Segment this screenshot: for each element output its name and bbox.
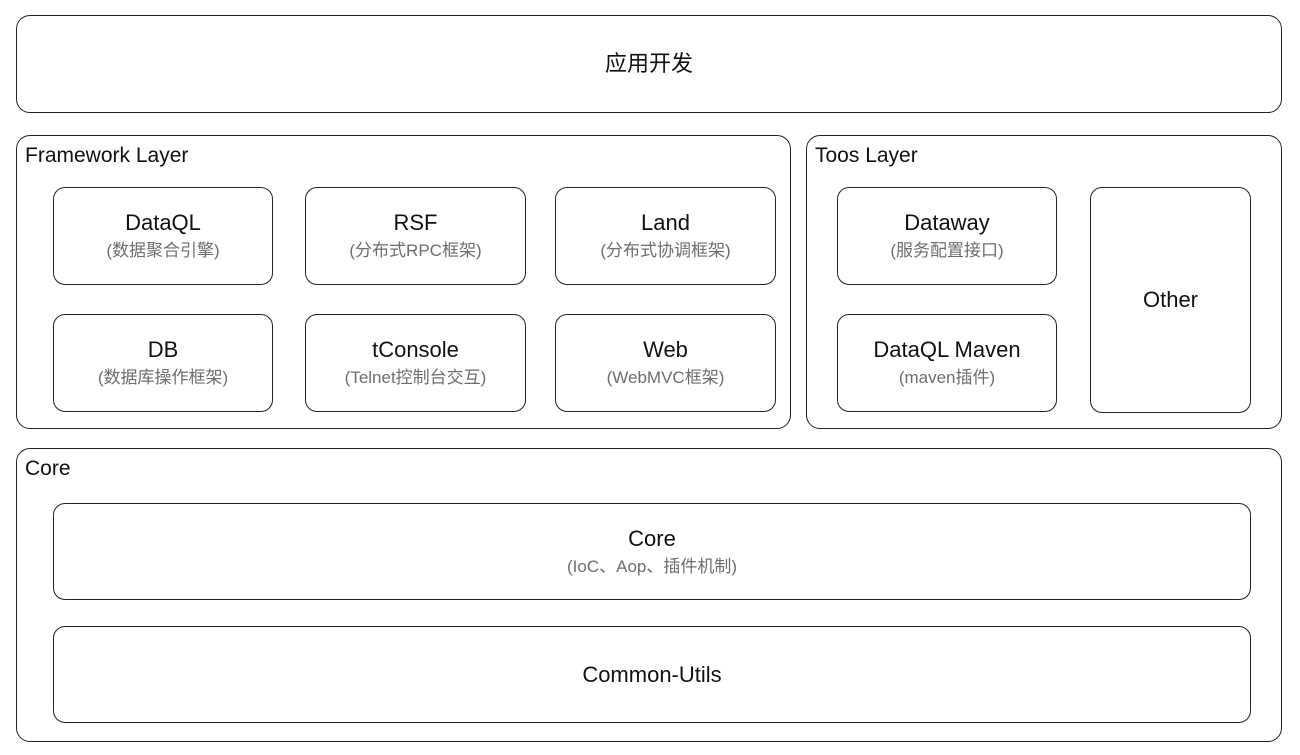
module-common-utils: Common-Utils [53, 626, 1251, 723]
module-name: Core [628, 525, 676, 551]
module-desc: (WebMVC框架) [606, 368, 725, 387]
module-desc: (数据库操作框架) [97, 368, 229, 387]
module-desc: (分布式协调框架) [600, 241, 731, 260]
module-dataql-maven: DataQL Maven (maven插件) [837, 314, 1057, 412]
module-name: Land [641, 210, 690, 235]
module-name: tConsole [372, 337, 459, 362]
module-other: Other [1090, 187, 1251, 413]
module-desc: (数据聚合引擎) [106, 241, 220, 260]
module-name: Other [1142, 287, 1199, 312]
module-tconsole: tConsole (Telnet控制台交互) [305, 314, 526, 412]
module-dataway: Dataway (服务配置接口) [837, 187, 1057, 285]
module-name: DataQL [125, 210, 201, 235]
module-desc: (分布式RPC框架) [349, 241, 482, 260]
app-layer-box: 应用开发 [16, 15, 1282, 113]
module-rsf: RSF (分布式RPC框架) [305, 187, 526, 285]
tools-layer-title: Toos Layer [815, 144, 918, 167]
app-layer-title: 应用开发 [604, 51, 693, 76]
module-dataql: DataQL (数据聚合引擎) [53, 187, 273, 285]
module-core: Core (IoC、Aop、插件机制) [53, 503, 1251, 600]
core-layer-title: Core [25, 457, 71, 480]
framework-layer-title: Framework Layer [25, 144, 189, 167]
module-land: Land (分布式协调框架) [555, 187, 776, 285]
module-desc: (服务配置接口) [890, 241, 1004, 260]
module-db: DB (数据库操作框架) [53, 314, 273, 412]
module-desc: (Telnet控制台交互) [344, 368, 487, 387]
module-name: DB [147, 337, 179, 362]
module-name: Dataway [904, 210, 990, 235]
module-name: DataQL Maven [873, 337, 1021, 362]
module-web: Web (WebMVC框架) [555, 314, 776, 412]
module-desc: (maven插件) [898, 368, 996, 387]
module-name: Web [643, 337, 688, 362]
module-name: Common-Utils [582, 661, 722, 687]
module-name: RSF [393, 210, 438, 235]
module-desc: (IoC、Aop、插件机制) [566, 556, 738, 576]
